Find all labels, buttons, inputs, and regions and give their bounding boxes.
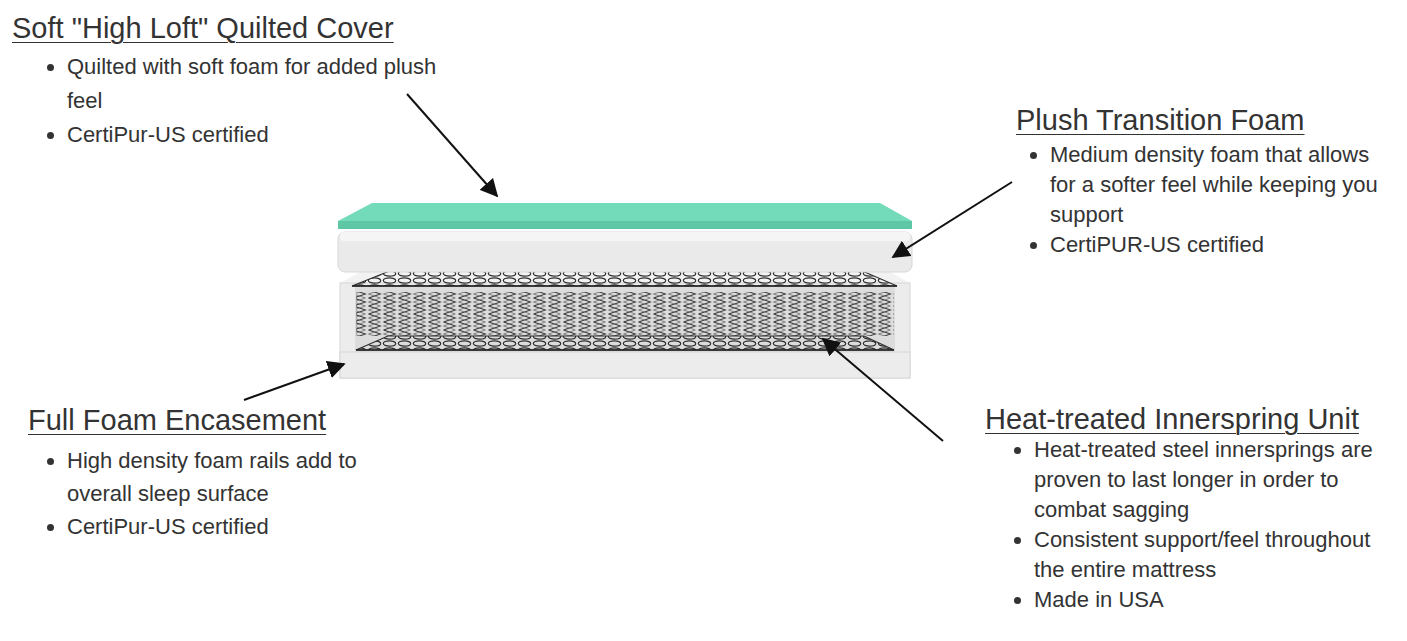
bullet-text: CertiPUR-US certified bbox=[1050, 230, 1400, 260]
bullet-text: Consistent support/feel throughout the e… bbox=[1034, 525, 1396, 585]
foam-encasement bbox=[340, 272, 910, 378]
bullet-list: High density foam rails add to overall s… bbox=[67, 444, 407, 543]
bullet-text: Medium density foam that allows for a so… bbox=[1050, 140, 1400, 230]
transition-foam bbox=[338, 232, 912, 272]
callout-heading: Full Foam Encasement bbox=[28, 400, 326, 440]
bullet-text: Made in USA bbox=[1034, 585, 1396, 615]
innerspring-unit bbox=[352, 270, 897, 350]
bullet-list: Quilted with soft foam for added plush f… bbox=[67, 50, 439, 152]
bullet-text: CertiPur-US certified bbox=[67, 118, 439, 152]
leader-lines bbox=[244, 94, 1012, 441]
quilted-cover bbox=[338, 203, 912, 229]
bullet-text: CertiPur-US certified bbox=[67, 510, 407, 543]
bullet-text: High density foam rails add to overall s… bbox=[67, 444, 407, 510]
encasement-base bbox=[340, 352, 910, 378]
bullet-text: Heat-treated steel innersprings are prov… bbox=[1034, 435, 1396, 525]
callout-heading: Soft "High Loft" Quilted Cover bbox=[12, 8, 394, 48]
bullet-text: Quilted with soft foam for added plush f… bbox=[67, 50, 439, 118]
bullet-list: Medium density foam that allows for a so… bbox=[1050, 140, 1400, 260]
callout-heading: Plush Transition Foam bbox=[1016, 100, 1305, 140]
callout-heading: Heat-treated Innerspring Unit bbox=[985, 399, 1359, 439]
bullet-list: Heat-treated steel innersprings are prov… bbox=[1034, 435, 1396, 615]
